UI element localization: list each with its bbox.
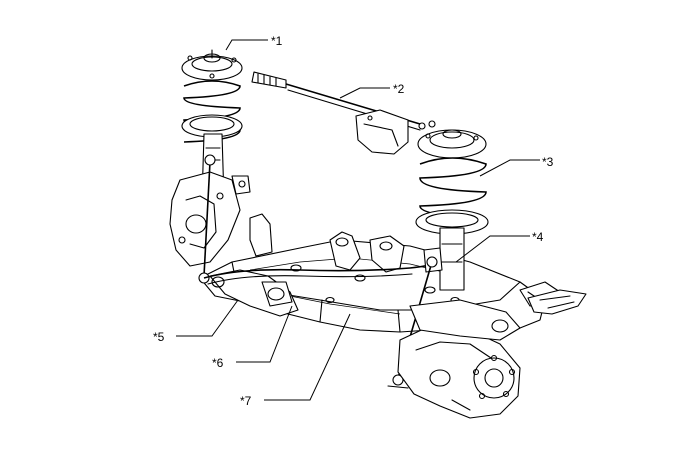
- leader-7: [264, 313, 351, 401]
- callout-3: *3: [542, 155, 554, 169]
- leader-4: [455, 235, 530, 263]
- callout-labels: *1 *2 *3 *4 *5 *6 *7: [153, 34, 554, 408]
- callout-7: *7: [240, 394, 252, 408]
- front-lower-arm-left: [209, 269, 299, 317]
- callout-leaders: [176, 39, 540, 401]
- steering-rack-assembly: [251, 71, 421, 155]
- front-lower-arm-right: [409, 289, 587, 341]
- front-stabilizer-bar: [203, 261, 441, 285]
- callout-5: *5: [153, 330, 165, 344]
- leader-6: [236, 305, 293, 363]
- leader-1: [225, 39, 268, 51]
- leader-2: [339, 87, 390, 99]
- leader-5: [176, 299, 239, 337]
- callout-4: *4: [532, 230, 544, 244]
- callout-2: *2: [393, 82, 405, 96]
- callout-6: *6: [212, 356, 224, 370]
- leader-3: [479, 159, 540, 177]
- callout-1: *1: [271, 34, 283, 48]
- strut-assembly-left: [169, 49, 251, 267]
